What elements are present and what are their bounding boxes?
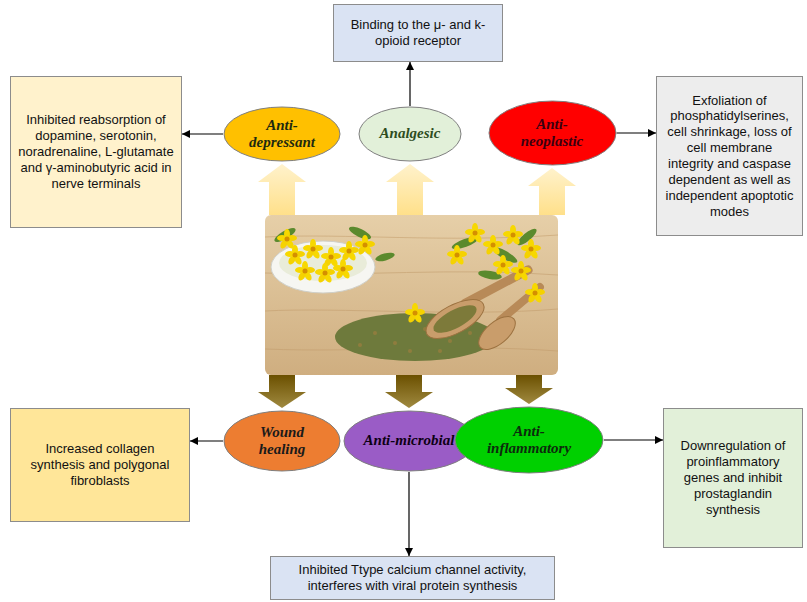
node-text: Inhibited Ttype calcium channel activity… — [277, 562, 548, 594]
node-text: Increased collagen synthesis and polygon… — [17, 441, 183, 489]
mechanism-box: Increased collagen synthesis and polygon… — [10, 408, 190, 522]
effect-oval: Wound healing — [223, 410, 341, 472]
down-block-arrow — [258, 375, 306, 408]
node-text: Inhibited reabsorption of dopamine, sero… — [17, 112, 175, 191]
wood-board — [265, 215, 558, 375]
up-block-arrow — [386, 164, 434, 215]
effect-oval: Anti-neoplastic — [488, 100, 617, 166]
down-block-arrow — [505, 375, 553, 404]
node-text: Anti-inflammatory — [478, 423, 581, 458]
connector-arrow — [190, 440, 223, 441]
node-text: Anti-microbial — [364, 432, 455, 449]
herb-leaves — [273, 224, 539, 281]
down-block-arrow — [385, 375, 433, 408]
yellow-flowers — [277, 223, 545, 324]
up-block-arrow — [258, 164, 306, 215]
node-text: Exfoliation of phosphatidylserines, cell… — [663, 93, 796, 220]
node-text: Analgesic — [380, 125, 441, 142]
node-text: Downregulation of proinflammatory genes … — [670, 438, 796, 517]
node-text: Anti-depressant — [242, 117, 322, 152]
effect-oval: Anti-inflammatory — [454, 406, 604, 474]
effect-oval: Analgesic — [358, 106, 462, 162]
mechanism-box: Inhibited Ttype calcium channel activity… — [270, 556, 555, 600]
connector-arrow — [604, 439, 663, 440]
herb-photo — [265, 215, 558, 375]
mechanism-box: Downregulation of proinflammatory genes … — [663, 408, 803, 548]
node-text: Binding to the μ- and k-opioid receptor — [340, 17, 496, 49]
up-block-arrow — [528, 168, 576, 215]
effect-oval: Anti-depressant — [223, 106, 341, 162]
node-text: Anti-neoplastic — [508, 116, 596, 151]
mechanism-box: Inhibited reabsorption of dopamine, sero… — [10, 76, 182, 228]
connector-arrow — [408, 472, 409, 556]
connector-arrow — [617, 132, 657, 133]
mechanism-box: Exfoliation of phosphatidylserines, cell… — [656, 76, 803, 236]
connector-arrow — [182, 133, 223, 134]
connector-arrow — [409, 62, 410, 106]
mechanism-box: Binding to the μ- and k-opioid receptor — [333, 4, 503, 62]
node-text: Wound healing — [242, 424, 322, 459]
